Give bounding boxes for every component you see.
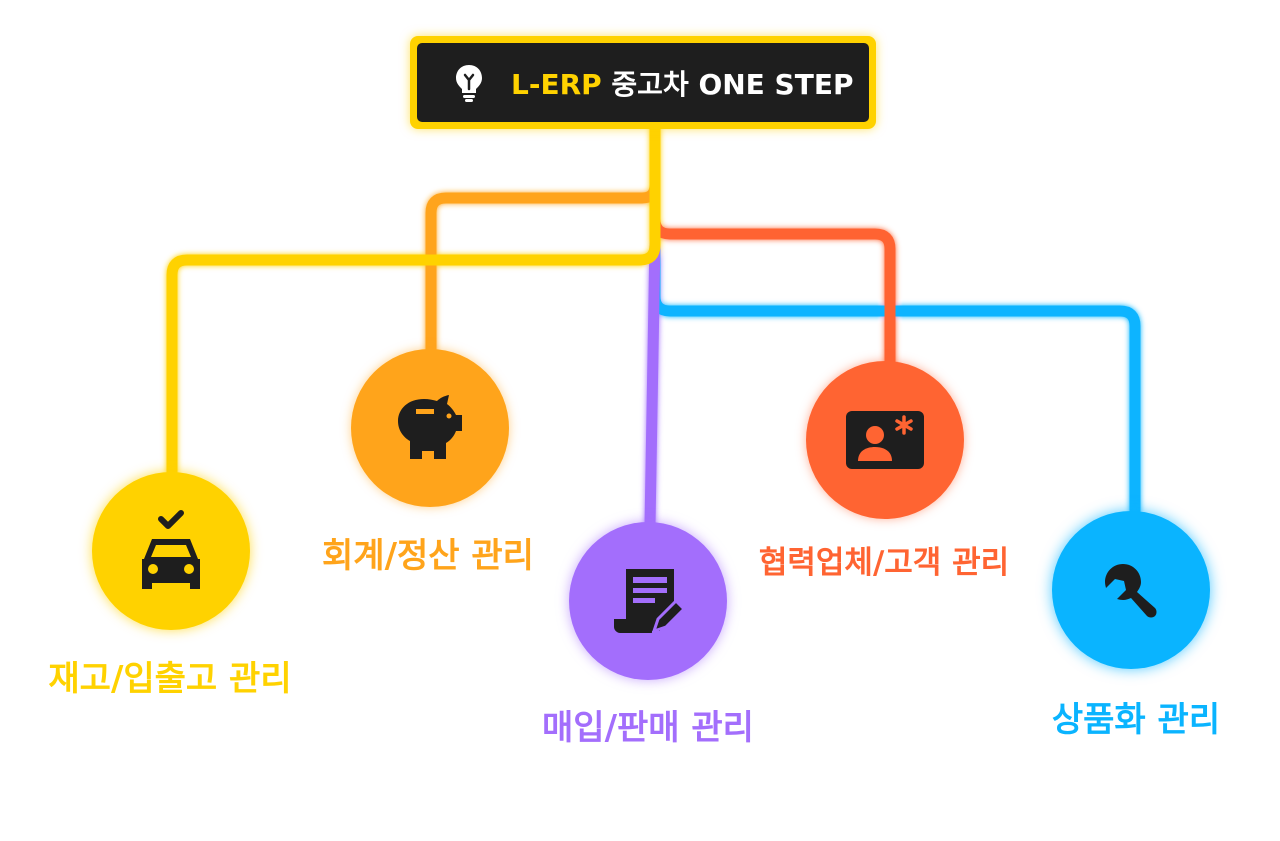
header-inner: L-ERP 중고차 ONE STEP: [417, 43, 869, 122]
header-box: L-ERP 중고차 ONE STEP: [410, 36, 876, 129]
line-purchase: [644, 234, 661, 531]
document-edit-icon: [614, 569, 684, 634]
node-purchase: [569, 522, 727, 680]
node-accounting: [351, 349, 509, 507]
label-purchase: 매입/판매 관리: [542, 708, 754, 748]
line-partner: [649, 199, 896, 368]
node-inventory: [92, 472, 250, 630]
line-accounting: [425, 124, 661, 356]
header-title-text: 중고차 ONE STEP: [611, 67, 854, 101]
piggy-bank-icon: [398, 395, 462, 459]
line-inventory: [166, 124, 661, 479]
id-card-icon: [846, 411, 924, 469]
node-partner: [806, 361, 964, 519]
header-brand: L-ERP: [511, 67, 602, 101]
node-product: [1052, 511, 1210, 669]
label-product: 상품화 관리: [1051, 700, 1221, 740]
lightbulb-icon: [456, 64, 482, 102]
label-accounting: 회계/정산 관리: [322, 536, 534, 576]
car-check-icon: [142, 510, 200, 589]
header-title: L-ERP 중고차 ONE STEP: [511, 63, 853, 103]
wrench-icon: [1105, 564, 1157, 618]
label-inventory: 재고/입출고 관리: [48, 659, 292, 699]
label-partner: 협력업체/고객 관리: [758, 545, 1010, 581]
